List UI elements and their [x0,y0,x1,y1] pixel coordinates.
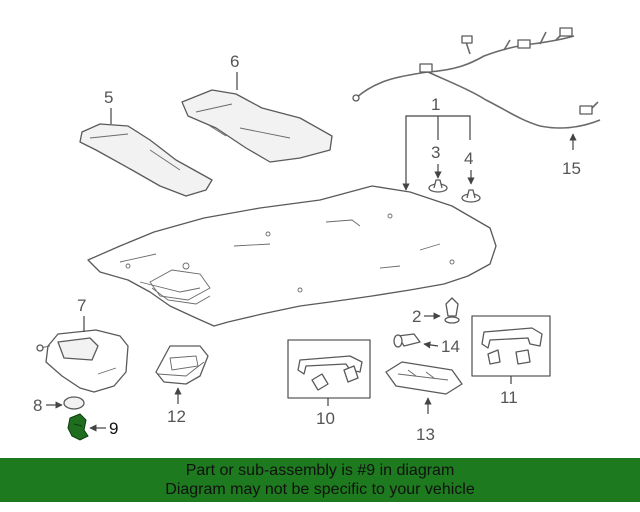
part-9-clip-highlighted[interactable] [67,413,89,441]
part-14-bulb[interactable] [393,333,421,348]
banner-line-2: Diagram may not be specific to your vehi… [165,481,475,498]
callout-13[interactable]: 13 [416,425,435,444]
callout-12[interactable]: 12 [167,407,186,426]
part-5-pad[interactable] [79,123,213,197]
callout-3[interactable]: 3 [431,143,440,162]
part-11-assist-grip[interactable] [471,315,551,377]
part-6-pad[interactable] [181,89,333,163]
part-4-clip[interactable] [461,189,481,203]
part-13-dome-lamp[interactable] [385,361,463,395]
part-3-clip[interactable] [428,179,448,193]
callout-15[interactable]: 15 [562,159,581,178]
part-8-holder[interactable] [63,396,85,410]
part-12-map-lamp[interactable] [155,345,209,385]
info-banner: Part or sub-assembly is #9 in diagram Di… [0,458,640,502]
callout-2[interactable]: 2 [412,307,421,326]
part-10-assist-grip[interactable] [287,339,371,399]
banner-line-1: Part or sub-assembly is #9 in diagram [185,462,455,479]
leader-14 [423,341,439,349]
headliner-panel[interactable] [87,185,497,327]
part-15-wire-harness[interactable] [352,27,601,129]
callout-14[interactable]: 14 [441,337,460,356]
callout-8[interactable]: 8 [33,396,42,415]
callout-4[interactable]: 4 [464,149,473,168]
callout-7[interactable]: 7 [77,296,86,315]
callout-9[interactable]: 9 [109,419,118,438]
part-7-sun-visor[interactable] [36,329,129,393]
callout-5[interactable]: 5 [104,88,113,107]
callout-6[interactable]: 6 [230,52,239,71]
callout-11[interactable]: 11 [500,388,518,407]
callout-10[interactable]: 10 [316,409,335,428]
part-2-clip[interactable] [444,297,460,324]
callout-1[interactable]: 1 [431,95,440,114]
